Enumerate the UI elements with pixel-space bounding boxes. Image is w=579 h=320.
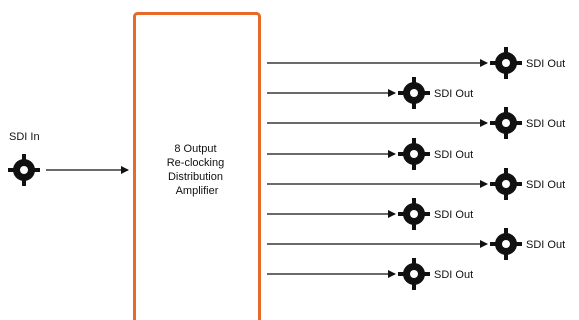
- bnc-connector-icon: [398, 138, 430, 170]
- output-label: SDI Out: [526, 118, 565, 130]
- bnc-connector-icon: [398, 77, 430, 109]
- amplifier-label-line: 8 Output: [174, 143, 216, 155]
- output-row: SDI Out: [267, 198, 473, 230]
- bnc-connector-icon: [490, 168, 522, 200]
- output-row: SDI Out: [267, 138, 473, 170]
- output-row: SDI Out: [267, 258, 473, 290]
- output-label: SDI Out: [526, 179, 565, 191]
- bnc-connector-icon: [490, 228, 522, 260]
- output-row: SDI Out: [267, 77, 473, 109]
- output-row: SDI Out: [267, 168, 565, 200]
- output-label: SDI Out: [434, 269, 473, 281]
- output-row: SDI Out: [267, 47, 565, 79]
- amplifier-label-line: Distribution: [168, 171, 223, 183]
- output-label: SDI Out: [434, 209, 473, 221]
- output-row: SDI Out: [267, 228, 565, 260]
- output-label: SDI Out: [526, 239, 565, 251]
- bnc-connector-icon: [398, 258, 430, 290]
- input-label: SDI In: [9, 131, 40, 143]
- bnc-connector-icon: [490, 107, 522, 139]
- bnc-connector-icon: [398, 198, 430, 230]
- amplifier-label: 8 Output Re-clocking Distribution Amplif…: [167, 143, 228, 197]
- output-label: SDI Out: [526, 58, 565, 70]
- output-label: SDI Out: [434, 88, 473, 100]
- amplifier-box: [133, 12, 261, 320]
- bnc-connector-icon: [490, 47, 522, 79]
- output-label: SDI Out: [434, 149, 473, 161]
- output-row: SDI Out: [267, 107, 565, 139]
- bnc-connector-icon: [8, 154, 40, 186]
- amplifier-label-line: Re-clocking: [167, 157, 224, 169]
- amplifier-label-line: Amplifier: [176, 185, 219, 197]
